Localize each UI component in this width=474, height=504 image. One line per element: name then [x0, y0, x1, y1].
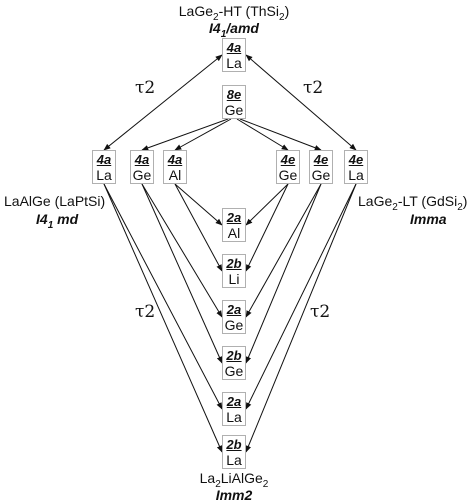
relation-arrow — [103, 183, 223, 453]
top-space-group: I41/amd — [209, 20, 259, 40]
element-label: Ge — [278, 167, 298, 183]
site-box-bottom-2b-la: 2b La — [222, 435, 246, 469]
relation-arrow — [174, 183, 223, 272]
relation-arrow — [236, 118, 289, 151]
tau-label-bottom-left: τ2 — [135, 302, 156, 322]
relation-arrow — [103, 183, 223, 410]
right-space-group: Imma — [410, 211, 447, 227]
wyckoff-label: 4e — [313, 152, 329, 167]
element-label: La — [96, 167, 112, 183]
site-box-top-8e-ge: 8e Ge — [222, 85, 246, 119]
wyckoff-label: 4a — [96, 152, 112, 167]
site-box-left-4a-ge: 4a Ge — [130, 150, 154, 184]
element-label: Ge — [132, 167, 152, 183]
wyckoff-label: 2a — [226, 394, 242, 409]
bottom-space-group: Imm2 — [215, 487, 253, 503]
tau-label-top-left: τ2 — [135, 78, 156, 98]
wyckoff-label: 2a — [226, 210, 242, 225]
wyckoff-label: 2a — [226, 302, 242, 317]
relation-arrow — [239, 118, 322, 151]
wyckoff-label: 4a — [226, 40, 242, 55]
relation-arrow — [245, 183, 289, 272]
site-box-bottom-2a-ge: 2a Ge — [222, 300, 246, 334]
element-label: La — [226, 409, 242, 425]
relation-arrow — [245, 183, 357, 453]
element-label: Ge — [224, 317, 244, 333]
relation-arrow — [103, 54, 223, 151]
wyckoff-label: 2b — [226, 256, 242, 271]
tau-label-top-right: τ2 — [303, 78, 324, 98]
relation-arrow — [245, 183, 322, 318]
relation-arrow — [245, 183, 289, 226]
element-label: Al — [227, 225, 241, 241]
element-label: La — [348, 167, 364, 183]
tau-label-bottom-right: τ2 — [310, 302, 331, 322]
site-box-left-4a-al: 4a Al — [163, 150, 187, 184]
wyckoff-label: 8e — [226, 87, 242, 102]
element-label: Ge — [224, 363, 244, 379]
wyckoff-label: 4e — [348, 152, 364, 167]
relation-arrow — [174, 118, 232, 151]
element-label: Li — [228, 271, 240, 287]
wyckoff-label: 4a — [134, 152, 150, 167]
site-box-bottom-2a-al: 2a Al — [222, 208, 246, 242]
site-box-left-4a-la: 4a La — [92, 150, 116, 184]
element-label: Al — [168, 167, 182, 183]
element-label: La — [226, 55, 242, 71]
site-box-right-4e-la: 4e La — [344, 150, 368, 184]
site-box-right-4e-ge-2: 4e Ge — [309, 150, 333, 184]
site-box-right-4e-ge: 4e Ge — [276, 150, 300, 184]
top-structure-name: LaGe2-HT (ThSi2) — [178, 3, 290, 23]
wyckoff-label: 2b — [226, 437, 242, 452]
wyckoff-label: 4e — [280, 152, 296, 167]
relation-arrow — [141, 183, 223, 318]
site-box-bottom-2b-li: 2b Li — [222, 254, 246, 288]
element-label: La — [226, 452, 242, 468]
relation-arrow — [245, 183, 322, 364]
site-box-bottom-2b-ge: 2b Ge — [222, 346, 246, 380]
relation-arrow — [141, 118, 229, 151]
element-label: Ge — [311, 167, 331, 183]
relation-arrow — [174, 183, 223, 226]
relation-arrow — [141, 183, 223, 364]
site-box-bottom-2a-la: 2a La — [222, 392, 246, 426]
wyckoff-label: 4a — [167, 152, 183, 167]
right-structure-name: LaGe2-LT (GdSi2) — [358, 193, 468, 213]
relation-arrow — [245, 54, 357, 151]
relation-arrow — [245, 183, 357, 410]
left-structure-name: LaAlGe (LaPtSi) — [4, 193, 106, 209]
wyckoff-label: 2b — [226, 348, 242, 363]
element-label: Ge — [224, 102, 244, 118]
left-space-group: I41 md — [36, 211, 79, 231]
site-box-top-4a-la: 4a La — [222, 38, 246, 72]
bottom-structure-name: La2LiAlGe2 — [199, 470, 269, 490]
